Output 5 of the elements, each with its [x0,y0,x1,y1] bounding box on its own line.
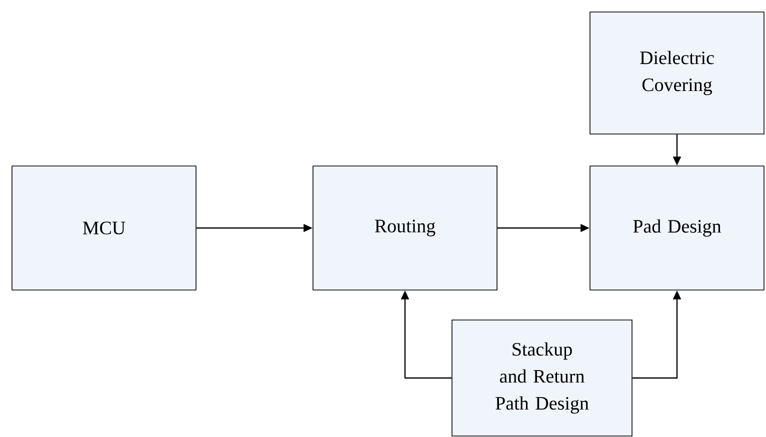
process-box: Dielectric Covering [590,12,764,134]
process-box: MCU [12,166,196,290]
process-box: Pad Design [590,166,764,290]
process-box: Routing [312,166,498,290]
process-box: Stackup and Return Path Design [452,320,632,436]
